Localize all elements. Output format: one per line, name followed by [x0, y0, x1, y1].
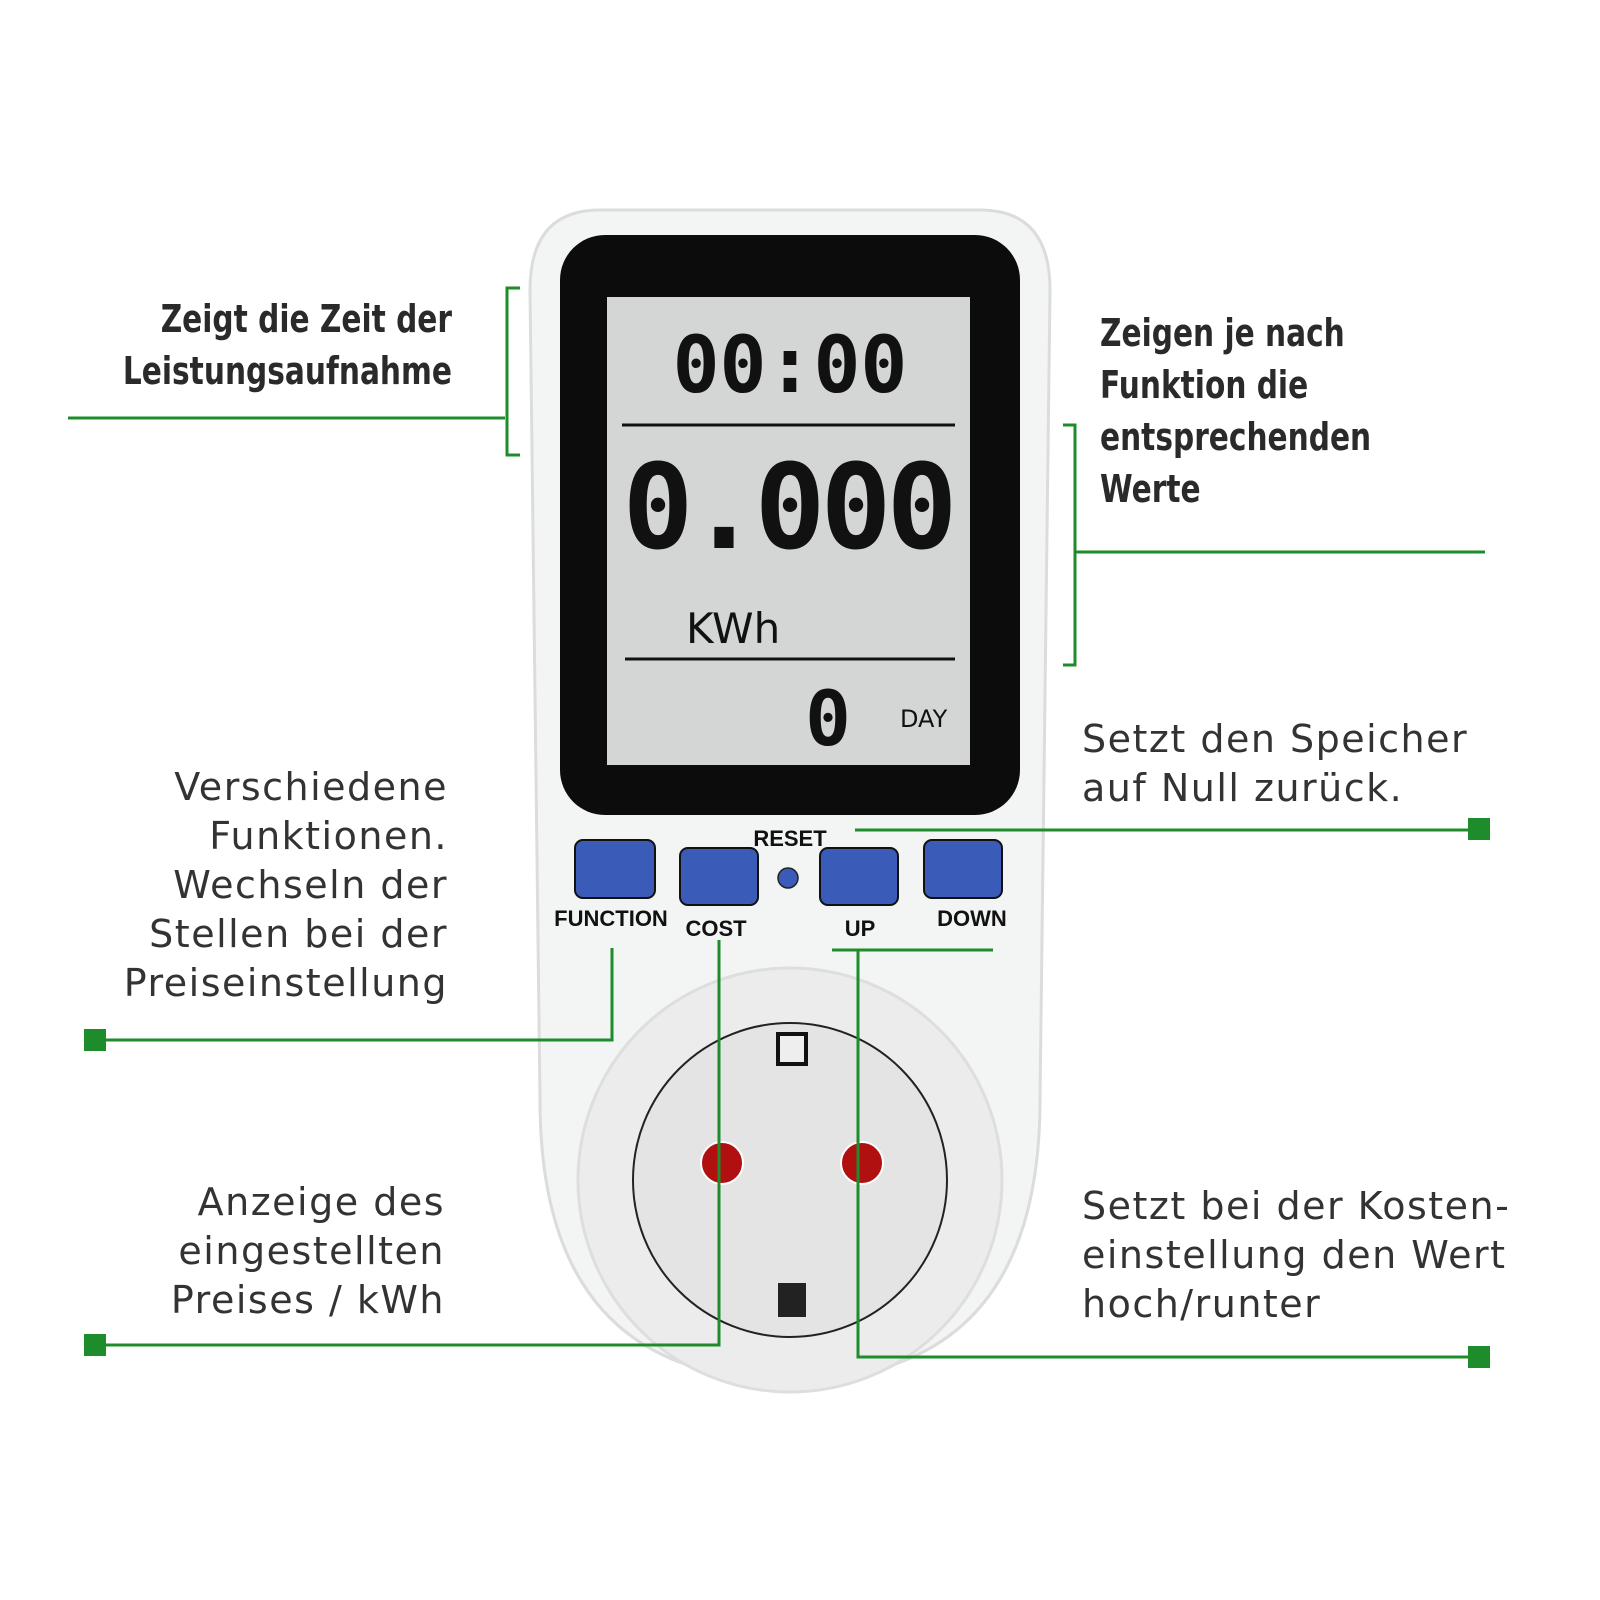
- callout-text: Funktion die: [1100, 363, 1308, 408]
- lcd-energy: 0.000: [623, 438, 958, 576]
- callout-text: eingestellten: [178, 1229, 445, 1273]
- callout-text: Werte: [1100, 467, 1201, 512]
- reset-button[interactable]: [777, 867, 799, 889]
- callout-reset: Setzt den Speicher auf Null zurück.: [1082, 717, 1468, 810]
- ground-clip-icon: [776, 1032, 808, 1066]
- function-button[interactable]: [574, 839, 656, 899]
- reset-label: RESET: [753, 826, 827, 851]
- cost-button[interactable]: [679, 847, 759, 906]
- callout-values: Zeigen je nach Funktion die entsprechend…: [1100, 311, 1371, 512]
- down-label: DOWN: [937, 906, 1007, 931]
- socket-contact-left: [700, 1141, 744, 1185]
- cost-label: COST: [685, 916, 747, 941]
- callout-text: Verschiedene: [174, 765, 448, 809]
- lcd-days-label: DAY: [900, 705, 948, 733]
- ground-clip-icon: [778, 1283, 806, 1317]
- lcd-time: 00:00: [673, 321, 908, 411]
- callout-text: Setzt den Speicher: [1082, 717, 1468, 761]
- up-label: UP: [845, 916, 876, 941]
- callout-text: Zeigen je nach: [1100, 311, 1345, 356]
- callout-time: Zeigt die Zeit der Leistungsaufnahme: [123, 297, 452, 394]
- callout-text: auf Null zurück.: [1082, 766, 1403, 810]
- function-label: FUNCTION: [554, 906, 668, 931]
- callout-text: Anzeige des: [198, 1180, 445, 1224]
- callout-updown: Setzt bei der Kosten- einstellung den We…: [1082, 1184, 1510, 1326]
- callout-text: einstellung den Wert: [1082, 1233, 1507, 1277]
- callout-text: Preises / kWh: [171, 1278, 445, 1322]
- socket-contact-right: [840, 1141, 884, 1185]
- callout-text: hoch/runter: [1082, 1282, 1321, 1326]
- lcd-screen: [607, 297, 970, 765]
- callout-text: Preiseinstellung: [124, 961, 448, 1005]
- callout-text: Setzt bei der Kosten-: [1082, 1184, 1510, 1228]
- callout-function: Verschiedene Funktionen. Wechseln der St…: [124, 765, 448, 1005]
- callout-text: Stellen bei der: [149, 912, 448, 956]
- callout-text: Zeigt die Zeit der: [161, 297, 452, 342]
- socket-face: [632, 1022, 948, 1338]
- lcd-unit: KWh: [686, 604, 780, 653]
- down-button[interactable]: [923, 839, 1003, 899]
- callout-lines: [68, 286, 1490, 1368]
- lcd-days: 0: [805, 674, 851, 763]
- callout-cost: Anzeige des eingestellten Preises / kWh: [171, 1180, 445, 1322]
- up-button[interactable]: [819, 847, 899, 906]
- callout-text: Funktionen.: [209, 814, 448, 858]
- callout-text: entsprechenden: [1100, 415, 1371, 460]
- callout-text: Wechseln der: [173, 863, 448, 907]
- callout-text: Leistungsaufnahme: [123, 349, 452, 394]
